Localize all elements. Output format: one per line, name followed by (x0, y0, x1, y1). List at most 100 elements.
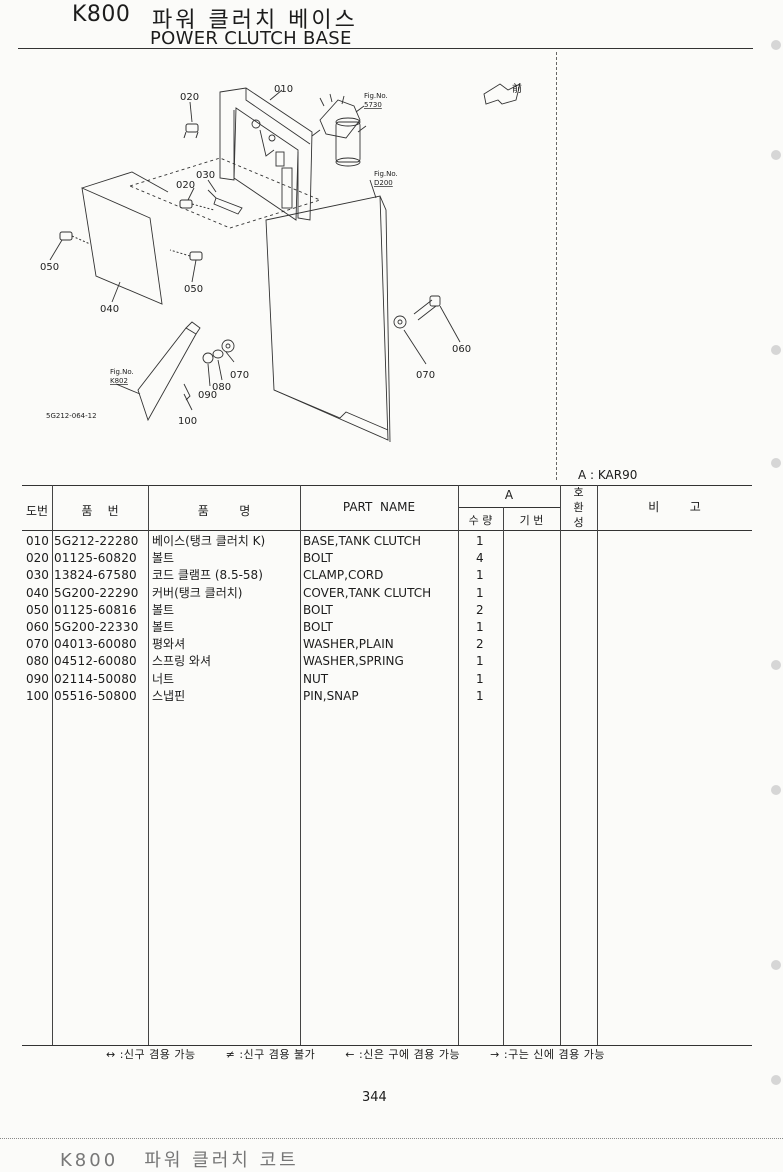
qty-cell: 2 (476, 637, 484, 652)
part-name-ko-cell: 볼트 (152, 602, 175, 617)
part-name-ko-cell: 베이스(탱크 클러치 K) (152, 534, 266, 548)
qty-cell: 1 (476, 568, 484, 583)
part-no-cell: 5G212-22280 (54, 534, 139, 548)
qty-cell: 4 (476, 551, 484, 566)
callout-label: 090 (198, 390, 217, 401)
part-no-cell: 05516-50800 (54, 688, 137, 703)
part-name-ko-cell: 커버(탱크 클러치) (152, 585, 243, 600)
binder-hole (771, 150, 781, 160)
fig-ref-line1: Fig.No. (374, 170, 398, 178)
qty-subheader-rule (458, 507, 560, 508)
fig-ref-line2: K802 (110, 377, 128, 385)
model-note: A : KAR90 (578, 468, 638, 482)
diagram-divider (556, 52, 557, 480)
col-divider (597, 485, 598, 1045)
binder-hole (771, 345, 781, 355)
callout-label: 050 (184, 284, 203, 295)
qty-cell: 1 (476, 654, 484, 669)
next-page-cut-header: K800 파워 클러치 코트 (60, 1150, 299, 1171)
callout-label: 060 (452, 344, 471, 355)
callout-label: 050 (40, 262, 59, 273)
header-interchange-3: 성 (573, 516, 584, 529)
part-name-en-cell: CLAMP,CORD (303, 568, 384, 583)
header-ref-no: 도번 (25, 504, 49, 518)
table-row: 020 01125-60820 볼트 BOLT 4 (22, 550, 752, 567)
part-name-ko-cell: 스프링 와셔 (152, 654, 212, 669)
col-divider (52, 485, 53, 1045)
part-name-en-cell: COVER,TANK CLUTCH (303, 585, 432, 600)
legend-item: ← :신은 구에 겸용 가능 (345, 1048, 461, 1061)
interchange-legend: ↔ :신구 겸용 가능 ≠ :신구 겸용 불가 ← :신은 구에 겸용 가능 →… (106, 1046, 631, 1062)
fig-ref-line2: 5730 (364, 101, 382, 109)
ref-no-cell: 010 (26, 534, 49, 548)
part-name-ko-cell: 코드 클램프 (8.5-58) (152, 568, 263, 583)
callout-label: 070 (416, 370, 435, 381)
header-part-name-ko: 품 명 (197, 504, 251, 518)
drawing-code: 5G212-064-12 (46, 412, 97, 420)
header-rule (18, 48, 753, 49)
title-english: POWER CLUTCH BASE (150, 28, 352, 49)
fig-ref-line1: Fig.No. (110, 368, 134, 376)
header-base-no: 기 번 (519, 514, 544, 527)
part-no-cell: 01125-60816 (54, 602, 137, 617)
callout-label: 070 (230, 370, 249, 381)
part-no-cell: 5G200-22290 (54, 585, 139, 600)
binder-hole (771, 458, 781, 468)
callout-label: 030 (196, 170, 215, 181)
exploded-parts-diagram: 020 010 030 020 040 050 050 060 070 070 … (40, 82, 522, 443)
part-name-en-cell: BOLT (303, 551, 333, 566)
table-top-rule (22, 485, 752, 486)
binder-hole (771, 1075, 781, 1085)
part-name-ko-cell: 볼트 (152, 551, 175, 566)
callout-label: 010 (274, 84, 293, 95)
qty-cell: 1 (476, 585, 484, 600)
part-no-cell: 01125-60820 (54, 551, 137, 566)
part-name-en-cell: NUT (303, 671, 329, 686)
callout-label: 100 (178, 416, 197, 427)
header-group-a: A (504, 488, 514, 502)
ref-no-cell: 070 (26, 637, 49, 652)
callout-label: 080 (212, 382, 231, 393)
header-part-no: 품 번 (81, 504, 119, 518)
part-no-cell: 04013-60080 (54, 637, 137, 652)
part-name-ko-cell: 스냅핀 (152, 688, 186, 703)
ref-no-cell: 100 (26, 688, 49, 703)
table-bottom-rule (22, 1045, 752, 1046)
ref-no-cell: 020 (26, 551, 49, 566)
table-header-rule (22, 530, 752, 531)
part-name-en-cell: BOLT (303, 602, 333, 617)
col-divider (458, 485, 459, 1045)
binder-hole (771, 785, 781, 795)
part-name-ko-cell: 평와셔 (152, 637, 186, 652)
qty-cell: 1 (476, 620, 484, 634)
table-row: 010 5G212-22280 베이스(탱크 클러치 K) BASE,TANK CLU… (22, 533, 752, 550)
binder-hole (771, 960, 781, 970)
part-no-cell: 02114-50080 (54, 671, 137, 686)
col-divider (300, 485, 301, 1045)
table-row: 090 02114-50080 너트 NUT 1 (22, 671, 752, 688)
part-name-en-cell: WASHER,SPRING (303, 654, 404, 669)
qty-cell: 1 (476, 688, 484, 703)
part-name-en-cell: BASE,TANK CLUTCH (303, 534, 422, 548)
qty-cell: 1 (476, 671, 484, 686)
part-name-en-cell: PIN,SNAP (303, 688, 359, 703)
part-name-ko-cell: 너트 (152, 671, 175, 686)
qty-cell: 1 (476, 534, 484, 548)
callout-label: 020 (176, 180, 195, 191)
binder-hole (771, 40, 781, 50)
ref-no-cell: 090 (26, 671, 49, 686)
page-number: 344 (362, 1090, 387, 1105)
bottom-dotted-rule (0, 1138, 783, 1140)
legend-item: ≠ :신구 겸용 불가 (225, 1048, 316, 1061)
section-code: K800 (72, 2, 131, 27)
callout-label: 020 (180, 92, 199, 103)
title-korean: 파워 클러치 베이스 (152, 8, 358, 33)
col-divider (148, 485, 149, 1045)
ref-no-cell: 050 (26, 602, 49, 617)
fig-ref-line1: Fig.No. (364, 92, 388, 100)
ref-no-cell: 060 (26, 620, 49, 634)
part-no-cell: 04512-60080 (54, 654, 137, 669)
